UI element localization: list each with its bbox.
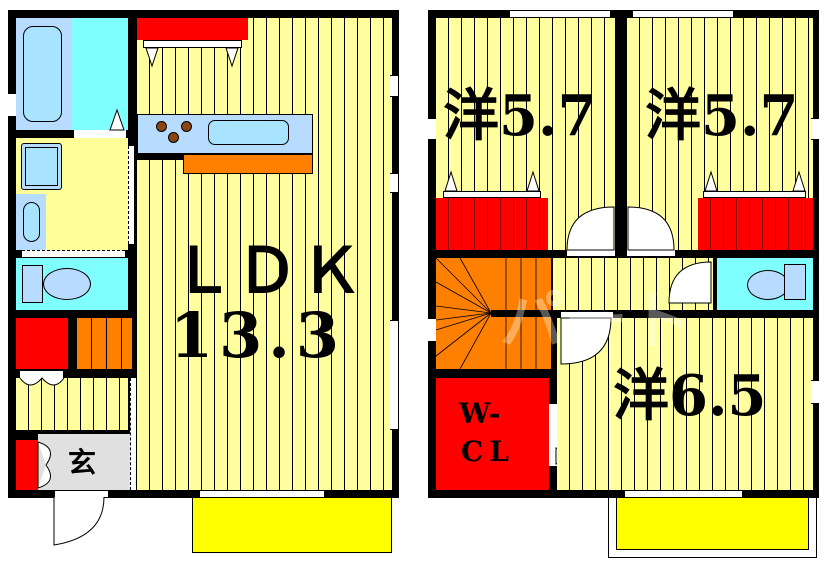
front-door-swing-icon xyxy=(53,496,105,546)
door-swing-icon xyxy=(109,108,125,131)
door-swing-icon xyxy=(627,206,675,251)
genkan-label: 玄 xyxy=(68,446,97,479)
balcony-floor-2 xyxy=(616,497,809,550)
shoe-closet-door-icon xyxy=(37,441,51,489)
bath-window[interactable] xyxy=(8,93,16,117)
closet-door-swing-icon xyxy=(704,170,806,192)
stove-burner-icon xyxy=(181,121,192,132)
storage-closet xyxy=(16,318,68,369)
washing-machine-inner xyxy=(25,147,58,186)
bathroom-door[interactable] xyxy=(74,130,126,138)
entrance-hall xyxy=(16,378,128,430)
stove-burner-icon xyxy=(156,121,167,132)
western-room-2-door[interactable] xyxy=(627,250,675,256)
kitchen-wall xyxy=(137,154,183,160)
ldk-size-label: 13.3 xyxy=(170,299,346,372)
bathroom xyxy=(72,18,128,130)
shoe-closet xyxy=(16,440,38,490)
wcl-label-line1: W- xyxy=(459,397,501,430)
door-swing-icon xyxy=(566,206,615,251)
ldk-label: ＬＤＫ xyxy=(172,234,365,307)
western-room-1-closet xyxy=(436,198,548,250)
western-room-1-window-north[interactable] xyxy=(510,10,610,18)
genkan xyxy=(38,434,130,490)
floor-2: 洋5.7 洋5.7 xyxy=(415,0,825,567)
ldk-window-east-2[interactable] xyxy=(390,173,398,193)
kitchen-sink-icon xyxy=(208,120,289,145)
toilet-sliding-door[interactable] xyxy=(22,250,125,258)
ldk-window-east-3[interactable] xyxy=(390,320,398,430)
hall-closet-door[interactable] xyxy=(20,371,63,378)
toilet-bowl-icon xyxy=(43,268,91,300)
western-room-1-door[interactable] xyxy=(567,250,615,256)
ldk-window-east-1[interactable] xyxy=(390,75,398,97)
closet-door-swing-icon xyxy=(444,170,540,192)
washroom-sliding-door[interactable] xyxy=(128,146,134,244)
kitchen-bar-counter xyxy=(183,154,313,174)
western-room-1-label: 洋5.7 xyxy=(443,83,597,149)
ldk-room xyxy=(137,18,392,490)
western-room-1-closet-door[interactable] xyxy=(443,191,541,198)
toilet-bowl-icon xyxy=(747,270,789,300)
toilet-tank-icon xyxy=(784,264,806,300)
stairs-window[interactable] xyxy=(428,318,436,342)
western-room-1-window-west[interactable] xyxy=(428,118,436,140)
sink-basin xyxy=(23,202,40,242)
western-room-3-door[interactable] xyxy=(561,312,613,319)
balcony-floor-1 xyxy=(192,497,392,553)
cupboard-door-swing-icon xyxy=(145,47,239,68)
kitchen-cupboard xyxy=(137,18,248,40)
wcl-label-line2: CL xyxy=(461,435,515,468)
western-room-2-closet-door[interactable] xyxy=(703,191,806,198)
floor-1: 玄 ＬＤＫ 13.3 xyxy=(0,0,410,567)
hall-side-door[interactable] xyxy=(130,378,136,490)
door-swing-icon xyxy=(560,317,612,365)
western-room-2-window-east[interactable] xyxy=(811,118,819,140)
western-room-2-window-north[interactable] xyxy=(633,10,733,18)
stove-burner-icon xyxy=(168,132,179,143)
stairs-floor-1[interactable] xyxy=(77,318,132,369)
walk-in-closet-door[interactable] xyxy=(549,404,557,466)
western-room-3-window-east[interactable] xyxy=(811,380,819,404)
stairs-lines-icon xyxy=(435,257,551,370)
bathtub-icon xyxy=(23,26,62,122)
toilet-tank-icon xyxy=(22,265,43,303)
western-room-2-closet xyxy=(698,198,813,250)
western-room-3-label: 洋6.5 xyxy=(613,363,767,429)
toilet-door-swing-icon xyxy=(668,261,712,304)
closet-door-swing-icon xyxy=(19,377,65,386)
walk-in-closet xyxy=(436,378,549,490)
cupboard-door[interactable] xyxy=(143,40,242,48)
western-room-2-label: 洋5.7 xyxy=(645,83,799,149)
